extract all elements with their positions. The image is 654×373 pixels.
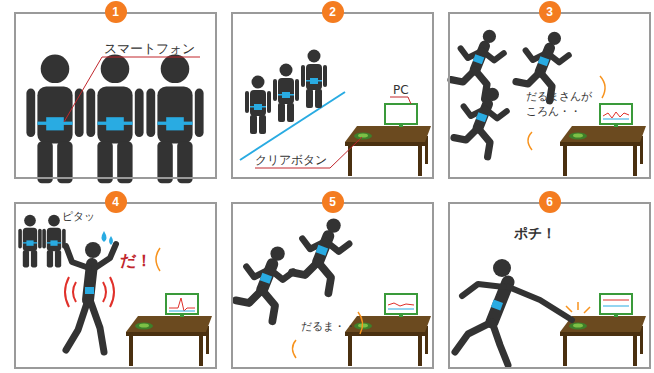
comic-panel: 3だるまさんが ころん・・ [448,12,651,179]
callout-number: 4 [112,196,119,208]
signal-spike [169,298,195,311]
callout-number: 2 [322,1,344,23]
callout-number: 4 [105,191,127,213]
caption-text: ピタッ [62,210,95,225]
signal-wave [603,112,629,118]
voice-mark [528,132,532,150]
head [493,259,511,277]
voice-mark [293,340,297,358]
desk-with-pc [345,294,431,366]
desk-with-pc [560,294,646,366]
comic-panel: 5だるま・・ [231,202,434,369]
sweat-drop [102,231,107,242]
leader-line [64,57,200,122]
caption-text: だ！ [120,250,152,272]
leg [492,322,508,365]
comic-panel: 4ピタッだ！ [14,202,217,369]
signal-baseline [388,309,414,310]
vibration-mark [65,277,69,307]
callout-number: 3 [539,1,561,23]
leader-line [390,97,411,104]
voice-mark [358,312,363,334]
callout-number: 5 [322,191,344,213]
smartphone [491,300,503,311]
running-person [236,246,293,321]
standing-person [86,54,143,183]
head [85,242,101,258]
caption-text: クリアボタン [255,152,327,168]
pressing-person [455,259,572,365]
sweat-drop [109,236,113,245]
callout-number: 1 [105,1,127,23]
press-spark [566,302,590,313]
standing-person [273,64,299,123]
caption-text: スマートフォン [104,40,195,58]
desk-with-pc [345,104,431,176]
leg [66,300,88,350]
callout-number: 3 [546,6,553,18]
smartphone [85,287,94,294]
caption-text: だるま・・ [301,320,356,335]
voice-mark [156,248,160,271]
standing-person [18,215,41,268]
caption-text: ポチ！ [514,224,556,243]
standing-person [245,76,271,135]
signal-baseline [603,306,629,307]
desk-with-pc [126,294,212,366]
callout-number: 1 [112,6,119,18]
callout-number: 6 [546,196,553,208]
comic-panel: 1スマートフォン [14,12,217,179]
signal-baseline [169,311,195,312]
comic-panel: 6ポチ！ [448,202,651,369]
arm [506,286,572,320]
running-person [454,88,507,157]
caption-text: だるまさんが ころん・・ [526,90,600,120]
vibration-mark [73,282,76,302]
leader-line [255,137,362,168]
leg [90,300,104,352]
vibration-mark [110,277,114,307]
standing-person [26,54,83,183]
caption-text: PC [393,82,409,98]
signal-baseline [603,119,629,120]
comic-panel: 2PCクリアボタン [231,12,434,179]
arm [462,284,504,296]
caught-person [66,242,116,352]
standing-person [301,50,327,109]
signal-wave [388,303,414,306]
callout-number: 6 [539,191,561,213]
signal-wave [603,300,629,301]
voice-mark [600,76,605,98]
running-person [292,218,349,293]
vibration-mark [103,282,106,302]
standing-person [146,54,203,183]
callout-number: 2 [329,6,336,18]
running-person [451,30,504,99]
leg [455,322,492,352]
callout-number: 5 [329,196,336,208]
